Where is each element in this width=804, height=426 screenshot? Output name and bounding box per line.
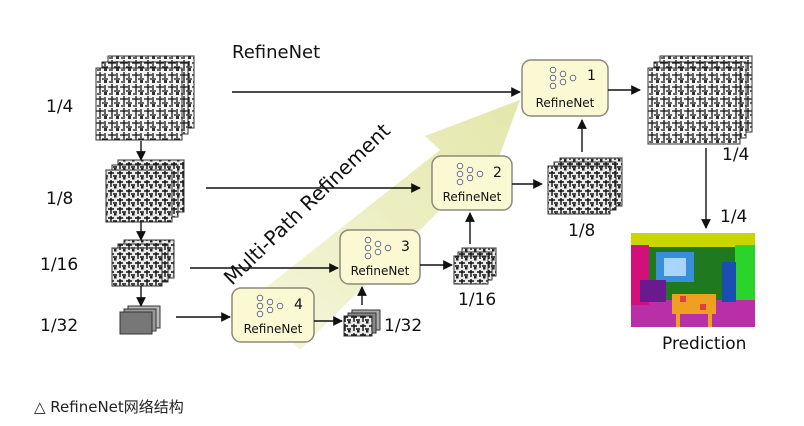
refinenet-block-4: 4 RefineNet (231, 287, 315, 343)
input-feature-stack-1-16 (111, 239, 175, 287)
block-index: 2 (493, 165, 502, 181)
input-feature-stack-1-8 (105, 159, 185, 223)
input-feature-stack-1-4 (95, 55, 195, 141)
output-feature-stack-1-32 (343, 309, 381, 337)
diagram-title: RefineNet (232, 42, 320, 63)
block-name: RefineNet (536, 96, 595, 110)
output-scale-label: 1/4 (722, 145, 749, 165)
output-feature-stack-1-16 (453, 247, 497, 285)
block-name: RefineNet (351, 264, 410, 278)
prediction-label: Prediction (662, 334, 746, 354)
output-scale-label: 1/32 (384, 316, 422, 336)
input-scale-label: 1/8 (46, 189, 73, 209)
input-scale-label: 1/32 (40, 316, 78, 336)
input-scale-label: 1/16 (40, 255, 78, 275)
output-feature-stack-1-4 (647, 55, 753, 145)
refinenet-block-3: 3 RefineNet (339, 229, 421, 285)
prediction-scale-label: 1/4 (720, 207, 747, 227)
block-index: 4 (294, 297, 303, 313)
figure-caption: △ RefineNet网络结构 (34, 398, 184, 416)
refinenet-block-2: 2 RefineNet (431, 155, 513, 211)
block-index: 3 (401, 239, 410, 255)
output-scale-label: 1/8 (568, 221, 595, 241)
input-feature-stack-1-32 (119, 305, 161, 335)
output-scale-label: 1/16 (458, 290, 496, 310)
block-index: 1 (587, 68, 596, 84)
refinenet-block-1: 1 RefineNet (521, 59, 609, 117)
block-name: RefineNet (244, 322, 303, 336)
prediction-image (631, 233, 755, 327)
output-feature-stack-1-8 (547, 157, 623, 215)
input-scale-label: 1/4 (46, 97, 73, 117)
block-name: RefineNet (443, 190, 502, 204)
